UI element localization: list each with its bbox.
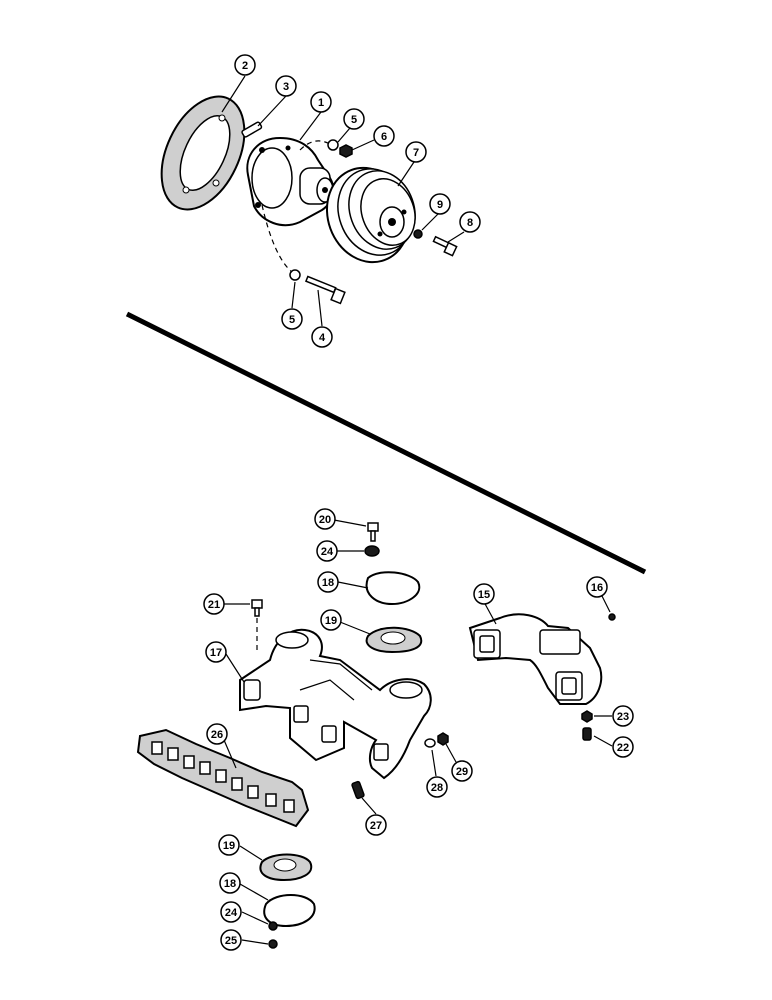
callout-19-top: 19 <box>320 609 342 631</box>
callout-5-upper: 5 <box>343 108 365 130</box>
elbow-stud <box>582 727 592 741</box>
callout-label: 23 <box>617 711 629 723</box>
pump-nut <box>339 144 353 158</box>
callout-label: 18 <box>224 878 236 890</box>
exhaust-elbow <box>468 613 603 705</box>
callout-label: 5 <box>289 314 295 326</box>
callout-29: 29 <box>451 760 473 782</box>
manifold-stud <box>351 780 365 800</box>
callout-23: 23 <box>612 705 634 727</box>
callout-label: 6 <box>381 131 387 143</box>
callout-label: 25 <box>225 935 237 947</box>
pump-gasket <box>160 95 246 211</box>
pump-washer-lower <box>289 269 301 281</box>
callout-label: 24 <box>225 907 238 919</box>
callout-28: 28 <box>426 776 448 798</box>
callout-9: 9 <box>429 193 451 215</box>
callout-4: 4 <box>311 326 333 348</box>
section-divider-line <box>125 311 647 575</box>
cover-nut-bottom <box>268 939 278 949</box>
callout-20: 20 <box>314 508 336 530</box>
callout-label: 9 <box>437 199 443 211</box>
leader-lines <box>221 75 613 945</box>
callout-21: 21 <box>203 593 225 615</box>
callout-label: 19 <box>223 840 235 852</box>
manifold-bolt <box>251 599 263 650</box>
manifold-assembly <box>136 522 616 949</box>
callout-label: 5 <box>351 114 357 126</box>
callout-5-lower: 5 <box>281 308 303 330</box>
callout-label: 3 <box>283 81 289 93</box>
pump-washer-upper <box>327 139 339 151</box>
callout-label: 26 <box>211 729 223 741</box>
water-pump-assembly <box>160 95 458 305</box>
callout-label: 28 <box>431 782 443 794</box>
callout-15: 15 <box>473 583 495 605</box>
callout-label: 1 <box>318 97 324 109</box>
pump-pulley <box>325 166 416 264</box>
callout-label: 7 <box>413 147 419 159</box>
manifold-nut <box>437 732 449 746</box>
callout-1: 1 <box>310 91 332 113</box>
manifold-body <box>239 628 432 780</box>
cover-washer <box>364 545 380 557</box>
callout-25: 25 <box>220 929 242 951</box>
callout-label: 21 <box>208 599 220 611</box>
callout-label: 20 <box>319 514 331 526</box>
cover-plate-bottom <box>263 894 316 928</box>
callout-label: 8 <box>467 217 473 229</box>
pulley-bolt <box>432 235 458 257</box>
callout-7: 7 <box>405 141 427 163</box>
pump-bolt <box>304 275 346 305</box>
cover-bolt <box>367 522 379 542</box>
callout-label: 24 <box>321 546 334 558</box>
callout-8: 8 <box>459 211 481 233</box>
callout-label: 22 <box>617 742 629 754</box>
callout-label: 16 <box>591 582 603 594</box>
water-pump-body <box>246 136 335 227</box>
manifold-gasket <box>136 728 310 828</box>
cover-plate-top <box>365 571 421 606</box>
callout-label: 18 <box>322 577 334 589</box>
callout-2: 2 <box>234 54 256 76</box>
callout-26: 26 <box>206 723 228 745</box>
pump-stud <box>241 121 263 138</box>
callout-18-top: 18 <box>317 571 339 593</box>
callout-3: 3 <box>275 75 297 97</box>
callout-label: 19 <box>325 615 337 627</box>
callout-22: 22 <box>612 736 634 758</box>
elbow-nut <box>608 613 616 621</box>
callout-24-top: 24 <box>316 540 338 562</box>
callout-19-bottom: 19 <box>218 834 240 856</box>
pulley-lock-washer <box>413 229 423 239</box>
callout-18-bottom: 18 <box>219 872 241 894</box>
callout-label: 4 <box>319 332 326 344</box>
callout-6: 6 <box>373 125 395 147</box>
callout-label: 29 <box>456 766 468 778</box>
callout-27: 27 <box>365 814 387 836</box>
callout-label: 2 <box>242 60 248 72</box>
elbow-nut-lower <box>581 710 593 723</box>
callout-label: 15 <box>478 589 490 601</box>
callout-17: 17 <box>205 641 227 663</box>
cover-washer-bottom <box>268 921 278 931</box>
callout-24-bottom: 24 <box>220 901 242 923</box>
callout-label: 17 <box>210 647 222 659</box>
callout-label: 27 <box>370 820 382 832</box>
callout-16: 16 <box>586 576 608 598</box>
cover-gasket-bottom <box>259 853 313 882</box>
manifold-washer <box>424 738 436 748</box>
cover-gasket-top <box>365 626 423 654</box>
